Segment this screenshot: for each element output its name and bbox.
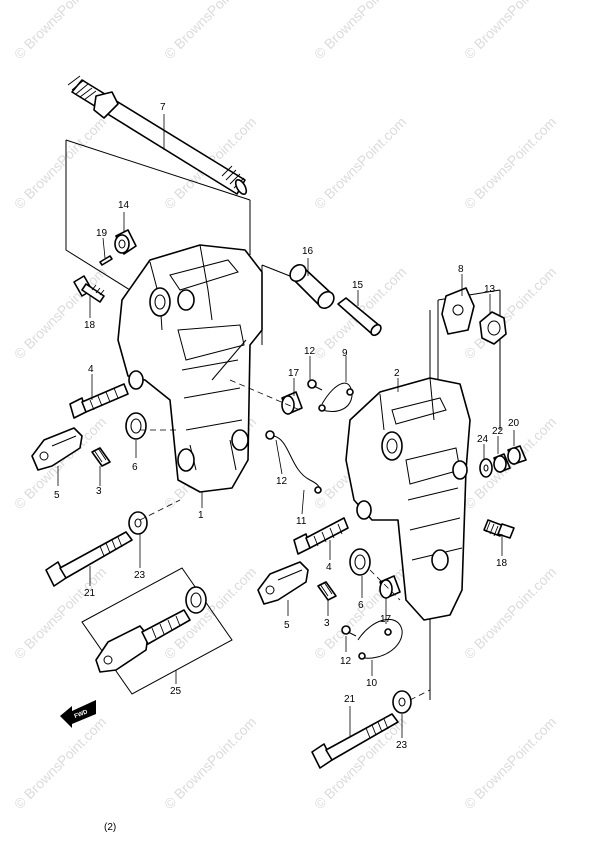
watermark-text: © BrownsPoint.com bbox=[461, 264, 559, 362]
part-16-tube bbox=[289, 263, 335, 310]
callout-3: 3 bbox=[96, 486, 102, 497]
part-23-washer-right bbox=[392, 690, 412, 714]
part-5-tab-left bbox=[31, 427, 83, 471]
forward-arrow-icon: FWD bbox=[60, 700, 96, 728]
part-3-screw-right bbox=[317, 581, 337, 601]
callout-21: 21 bbox=[84, 588, 96, 599]
callout-18: 18 bbox=[496, 558, 508, 569]
callout-1: 1 bbox=[198, 510, 204, 521]
part-13-nut bbox=[479, 311, 507, 345]
part-15-pin bbox=[337, 297, 382, 337]
callout-4: 4 bbox=[326, 562, 332, 573]
part-10-wire-lower bbox=[357, 619, 403, 660]
callout-5: 5 bbox=[284, 620, 290, 631]
part-14-bushing bbox=[114, 229, 137, 255]
part-21-bolt-right bbox=[311, 713, 399, 769]
callout-12: 12 bbox=[304, 346, 316, 357]
callout-14: 14 bbox=[118, 200, 130, 211]
callout-6: 6 bbox=[132, 462, 138, 473]
callout-21: 21 bbox=[344, 694, 356, 705]
watermark-text: © BrownsPoint.com bbox=[161, 714, 259, 812]
callout-15: 15 bbox=[352, 280, 364, 291]
callout-3: 3 bbox=[324, 618, 330, 629]
callout-18: 18 bbox=[84, 320, 96, 331]
part-7-shaft bbox=[67, 75, 248, 196]
callout-17: 17 bbox=[288, 368, 300, 379]
part-24-washer bbox=[479, 458, 493, 478]
callout-13: 13 bbox=[484, 284, 496, 295]
callout-22: 22 bbox=[492, 426, 504, 437]
footer-text: (2) bbox=[104, 822, 116, 833]
part-22-nut bbox=[493, 453, 511, 473]
callout-12: 12 bbox=[276, 476, 288, 487]
part-25-assembly-group bbox=[81, 567, 233, 695]
watermark-text: © BrownsPoint.com bbox=[11, 0, 109, 62]
part-4-screw-left bbox=[69, 383, 129, 419]
part-23-washer-left bbox=[128, 511, 148, 535]
part-9-wire-upper bbox=[318, 382, 354, 412]
watermark-text: © BrownsPoint.com bbox=[461, 0, 559, 62]
part-8-plate bbox=[441, 287, 475, 335]
part-6-washer-left bbox=[125, 412, 147, 440]
watermark-text: © BrownsPoint.com bbox=[161, 0, 259, 62]
callout-5: 5 bbox=[54, 490, 60, 501]
callout-9: 9 bbox=[342, 348, 348, 359]
part-21-bolt-left bbox=[45, 531, 133, 587]
watermark-text: © BrownsPoint.com bbox=[11, 114, 109, 212]
callout-4: 4 bbox=[88, 364, 94, 375]
part-17-spacer-left bbox=[281, 391, 303, 415]
alignment-lines bbox=[139, 379, 431, 701]
callout-24: 24 bbox=[477, 434, 489, 445]
part-1-clamp-bracket-left bbox=[117, 244, 263, 493]
part-6-washer-right bbox=[349, 548, 371, 576]
part-20-cap bbox=[507, 445, 527, 465]
callout-17: 17 bbox=[380, 614, 392, 625]
callout-8: 8 bbox=[458, 264, 464, 275]
leader-lines bbox=[57, 114, 515, 738]
callout-25: 25 bbox=[170, 686, 182, 697]
watermark-text: © BrownsPoint.com bbox=[461, 114, 559, 212]
fwd-label: FWD bbox=[74, 709, 90, 720]
callout-23: 23 bbox=[134, 570, 146, 581]
part-17-spacer-right bbox=[379, 575, 401, 599]
callout-12: 12 bbox=[340, 656, 352, 667]
part-5-tab-right bbox=[257, 561, 309, 605]
watermark-text: © BrownsPoint.com bbox=[461, 714, 559, 812]
watermark-text: © BrownsPoint.com bbox=[11, 414, 109, 512]
watermark-text: © BrownsPoint.com bbox=[11, 714, 109, 812]
part-3-screw-left bbox=[91, 447, 111, 467]
callout-23: 23 bbox=[396, 740, 408, 751]
watermark-text: © BrownsPoint.com bbox=[311, 114, 409, 212]
callout-labels: 7 14 19 18 4 6 5 3 1 21 23 25 16 15 12 9… bbox=[54, 102, 520, 751]
watermark-text: © BrownsPoint.com bbox=[11, 264, 109, 362]
part-18-bolt-right bbox=[483, 519, 515, 539]
callout-7: 7 bbox=[160, 102, 166, 113]
callout-11: 11 bbox=[296, 516, 307, 527]
callout-2: 2 bbox=[394, 368, 400, 379]
part-18-bolt-left bbox=[73, 275, 105, 303]
callout-20: 20 bbox=[508, 418, 520, 429]
callout-6: 6 bbox=[358, 600, 364, 611]
part-12-screw-lower bbox=[341, 625, 357, 637]
callout-16: 16 bbox=[302, 246, 314, 257]
watermark-text: © BrownsPoint.com bbox=[311, 0, 409, 62]
callout-19: 19 bbox=[96, 228, 108, 239]
part-4-screw-right bbox=[293, 517, 349, 555]
part-19-pin bbox=[99, 255, 113, 266]
part-2-clamp-bracket-right bbox=[345, 377, 471, 621]
watermark-text: © BrownsPoint.com bbox=[461, 564, 559, 662]
callout-10: 10 bbox=[366, 678, 378, 689]
part-12-screw-mid bbox=[265, 430, 322, 494]
watermark-text: © BrownsPoint.com bbox=[161, 564, 259, 662]
part-12-screw-upper bbox=[307, 379, 323, 391]
